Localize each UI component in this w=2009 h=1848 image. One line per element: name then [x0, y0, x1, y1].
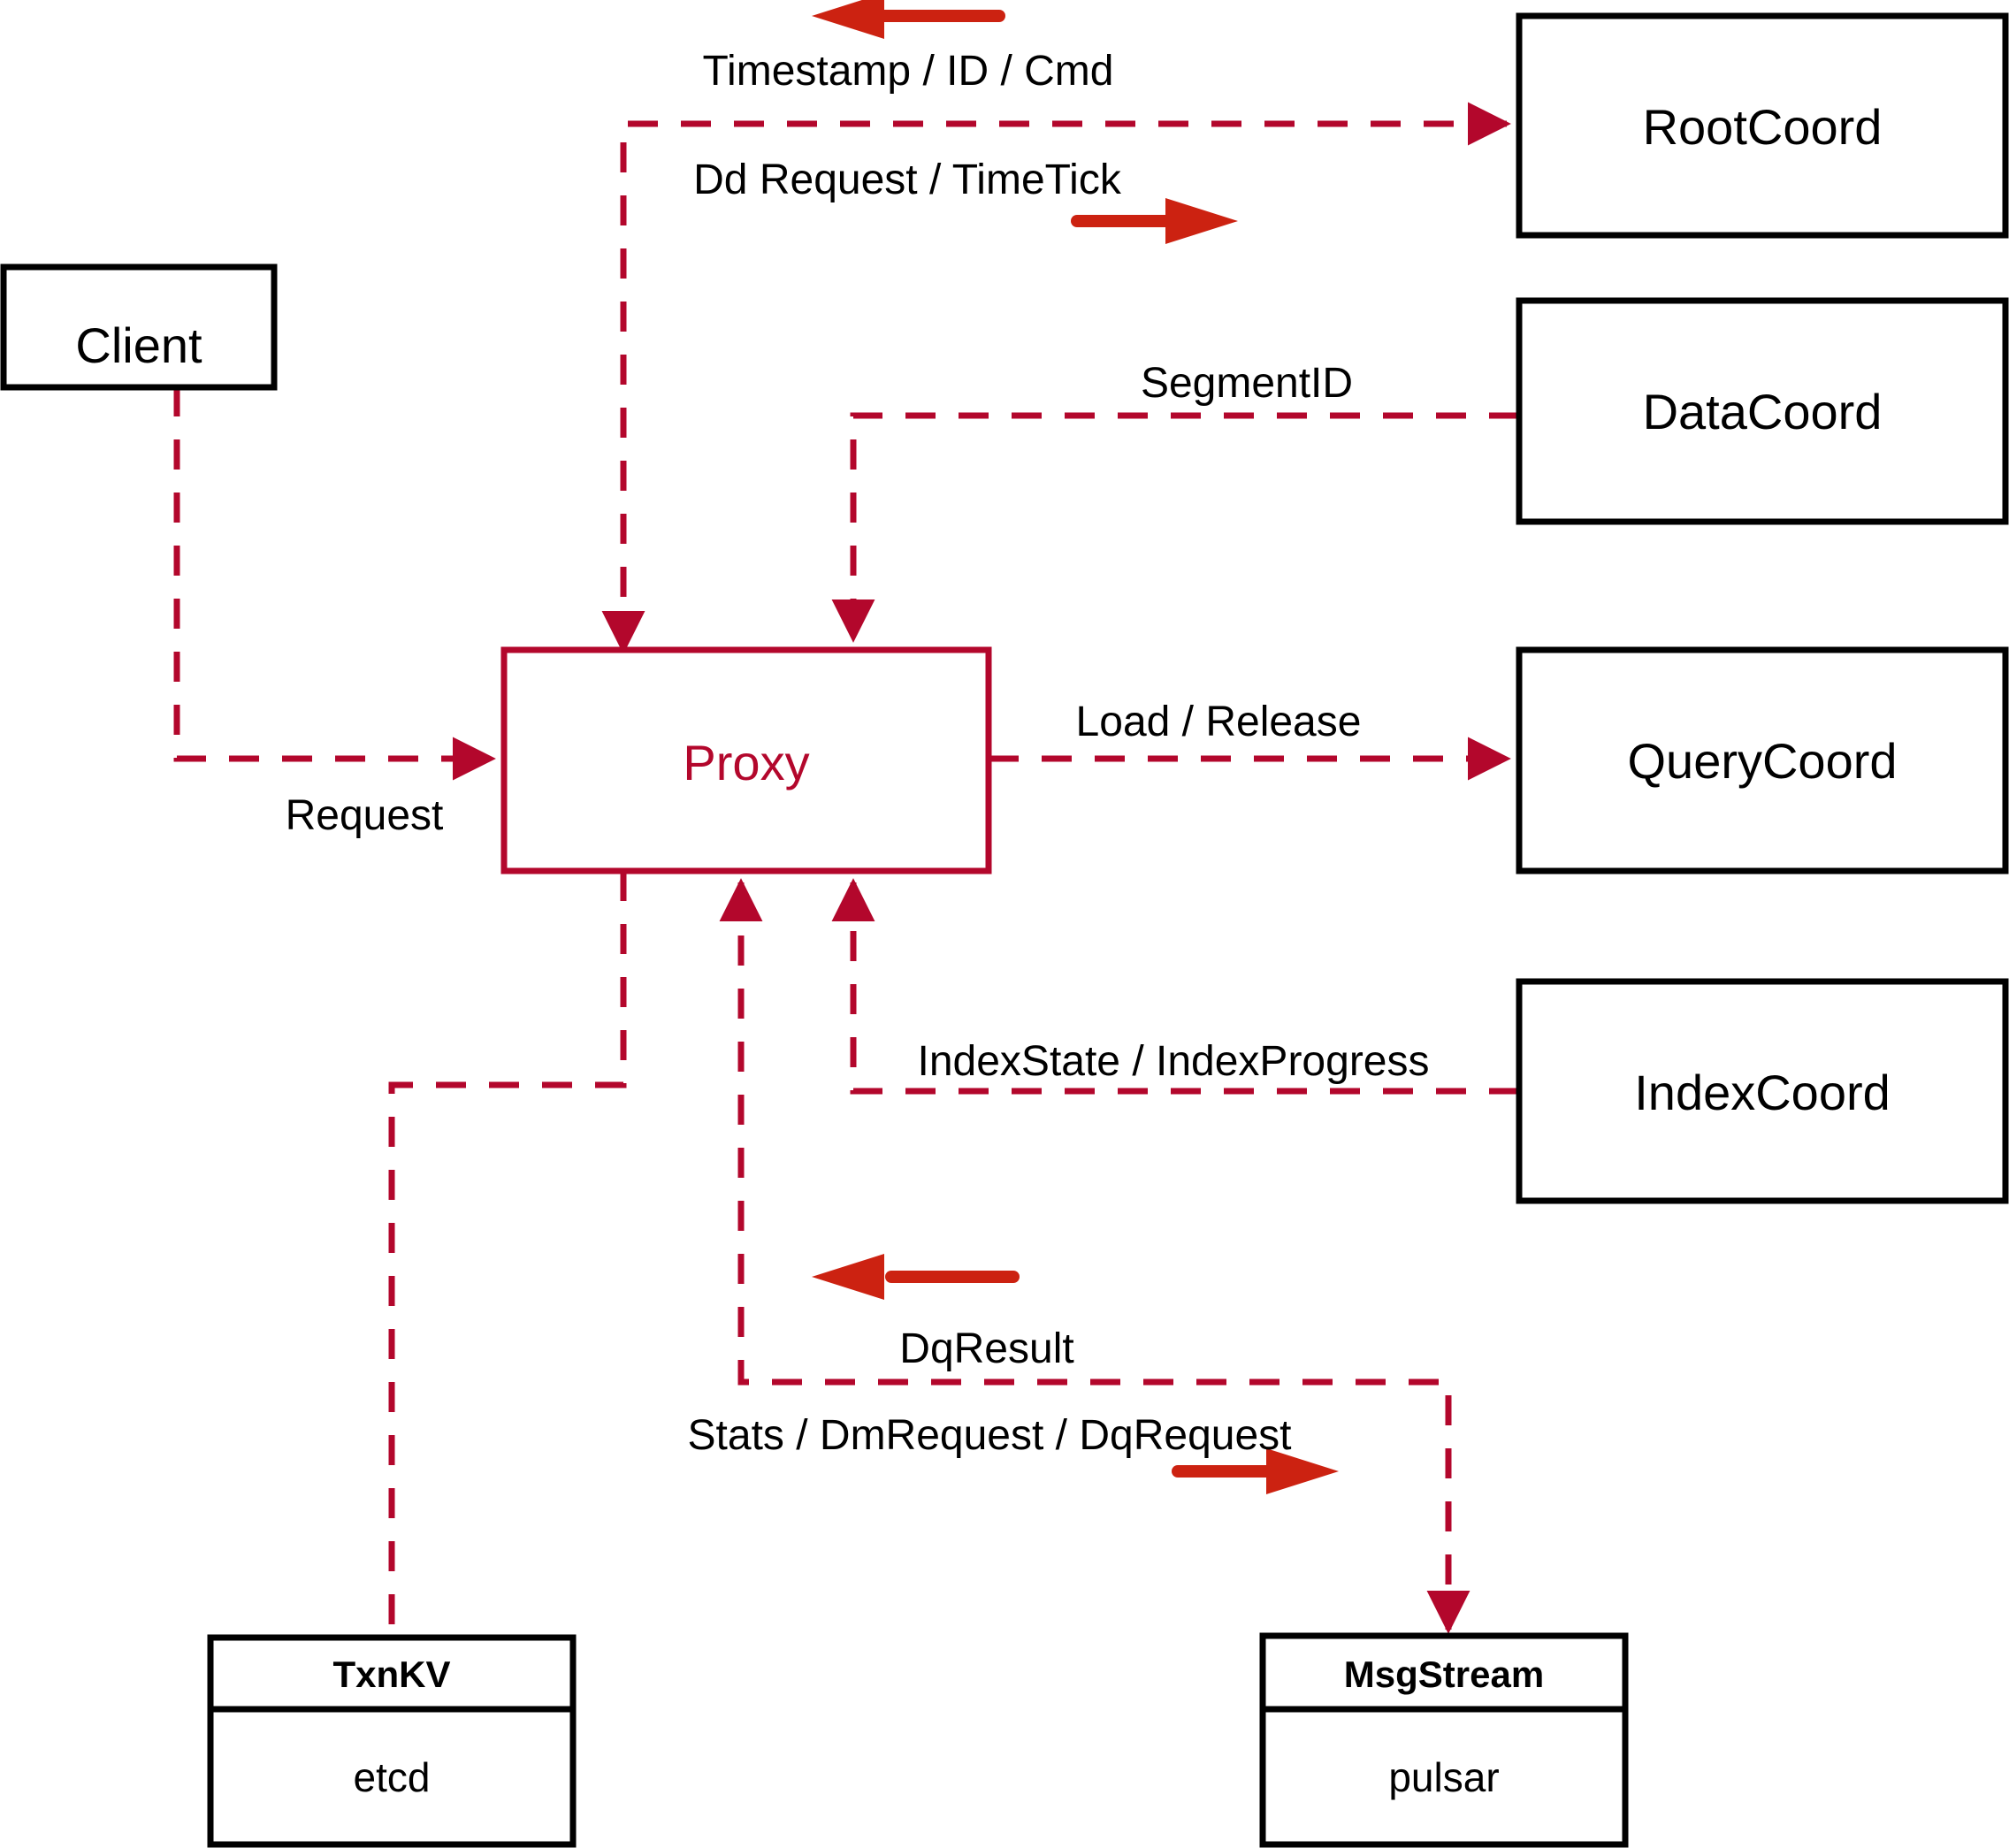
connector-lines	[173, 102, 1519, 1634]
edge-label-stats-dm-dq-request: Stats / DmRequest / DqRequest	[688, 1412, 1292, 1459]
direction-arrow-dqresult-left	[812, 1254, 1020, 1300]
node-txnkv-title: TxnKV	[332, 1653, 450, 1695]
edge-datacoord-to-proxy	[831, 412, 1519, 643]
node-rootcoord-box[interactable]	[1516, 12, 2009, 239]
node-indexcoord-box[interactable]	[1516, 978, 2009, 1204]
edge-label-timestamp-id-cmd: Timestamp / ID / Cmd	[703, 48, 1114, 95]
service-boxes	[0, 12, 2009, 1204]
edge-label-index-state-progress: IndexState / IndexProgress	[918, 1038, 1430, 1085]
edge-label-dd-request-timetick: Dd Request / TimeTick	[693, 157, 1122, 203]
node-msgstream-box[interactable]	[1259, 1632, 1629, 1848]
node-proxy-box[interactable]	[500, 646, 992, 874]
edge-proxy-to-rootcoord	[601, 102, 1511, 654]
edge-label-request: Request	[286, 792, 444, 839]
node-datacoord-box[interactable]	[1516, 297, 2009, 525]
direction-arrow-timestamp-left	[812, 0, 1005, 39]
edge-label-load-release: Load / Release	[1076, 699, 1362, 745]
node-proxy-label: Proxy	[683, 735, 809, 790]
node-msgstream-title: MsgStream	[1344, 1653, 1544, 1695]
node-client-box[interactable]	[0, 263, 278, 391]
node-client-label: Client	[75, 317, 202, 373]
edge-client-to-proxy	[173, 386, 496, 781]
edge-proxy-to-msgstream	[719, 878, 1470, 1634]
node-txnkv-impl: etcd	[354, 1754, 431, 1800]
node-querycoord-label: QueryCoord	[1627, 733, 1897, 789]
direction-arrow-ddrequest-right	[1071, 198, 1238, 244]
node-txnkv-box[interactable]	[207, 1634, 577, 1848]
node-querycoord-box[interactable]	[1516, 646, 2009, 874]
node-datacoord-label: DataCoord	[1643, 384, 1883, 439]
edge-label-dq-result: DqResult	[899, 1325, 1073, 1372]
msgstream-outer-rect	[1259, 1632, 1629, 1848]
node-rootcoord-label: RootCoord	[1643, 99, 1883, 155]
node-indexcoord-label: IndexCoord	[1634, 1065, 1891, 1120]
edge-label-segment-id: SegmentID	[1141, 360, 1353, 407]
direction-arrow-dqrequest-right	[1172, 1448, 1339, 1494]
txnkv-outer-rect	[207, 1634, 577, 1848]
edge-proxy-to-txnkv	[388, 871, 627, 1631]
node-msgstream-impl: pulsar	[1388, 1754, 1499, 1800]
